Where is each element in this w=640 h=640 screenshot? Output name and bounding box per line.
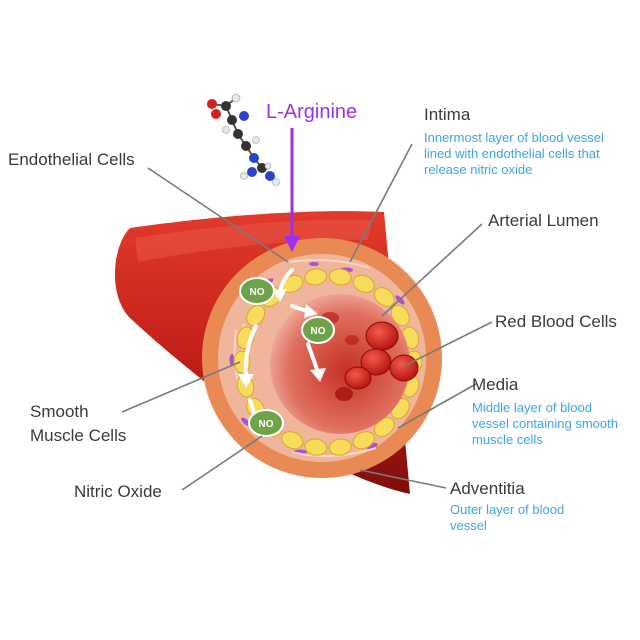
red-blood-cell (345, 335, 359, 345)
red-blood-cell (389, 354, 419, 382)
no-bubble-label: NO (259, 419, 274, 430)
smooth-muscle-label-line1: Smooth (30, 402, 89, 421)
endothelial-cell (281, 431, 304, 450)
endothelial-cell (352, 431, 375, 450)
smooth-muscle-leader (121, 361, 241, 413)
intima-description: Innermost layer of blood vessel lined wi… (424, 130, 604, 177)
red-blood-cell (365, 321, 399, 351)
endothelial-cell (328, 268, 352, 286)
media-leader (397, 383, 477, 429)
nitric-oxide-label: Nitric Oxide (74, 482, 162, 501)
media-label: Media (472, 375, 519, 394)
nitric-oxide-bubble: NO (248, 409, 284, 437)
adventitia-description: Outer layer of blood vessel (450, 502, 565, 533)
vessel-highlight (135, 219, 372, 262)
endothelial-leader (147, 167, 289, 263)
red-blood-cell (344, 366, 372, 390)
endothelial-cell (352, 274, 375, 293)
molecule-ball-stick-icon (207, 93, 280, 186)
adventitia-label: Adventitia (450, 479, 525, 498)
endothelial-cell (304, 438, 328, 456)
endothelial-cell (304, 268, 328, 286)
intima-leader (349, 143, 413, 263)
red-blood-cell (335, 387, 353, 401)
no-bubble-label: NO (311, 326, 326, 337)
l-arginine-label: L-Arginine (266, 101, 358, 123)
endothelial-cell (373, 287, 395, 307)
red-blood-cells (321, 312, 419, 401)
no-bubble-label: NO (250, 287, 265, 298)
nitric-oxide-leader (181, 435, 263, 491)
lumen-leader (381, 223, 483, 317)
endothelial-cells-label: Endothelial Cells (8, 150, 135, 169)
smooth-muscle-label-line2: Muscle Cells (30, 426, 127, 445)
endothelial-cell (328, 438, 352, 456)
rbc-leader (403, 321, 493, 367)
arterial-lumen-label: Arterial Lumen (488, 211, 599, 230)
nitric-oxide-bubble: NO (239, 277, 275, 305)
red-blood-cells-label: Red Blood Cells (495, 312, 617, 331)
endothelial-cell (246, 304, 266, 327)
leader-lines (121, 143, 493, 491)
l-arginine-arrow (284, 128, 300, 252)
media-description: Middle layer of blood vessel containing … (472, 400, 618, 447)
nitric-oxide-bubble: NO (301, 316, 335, 344)
adventitia-leader (359, 469, 447, 489)
intima-label: Intima (424, 105, 471, 124)
